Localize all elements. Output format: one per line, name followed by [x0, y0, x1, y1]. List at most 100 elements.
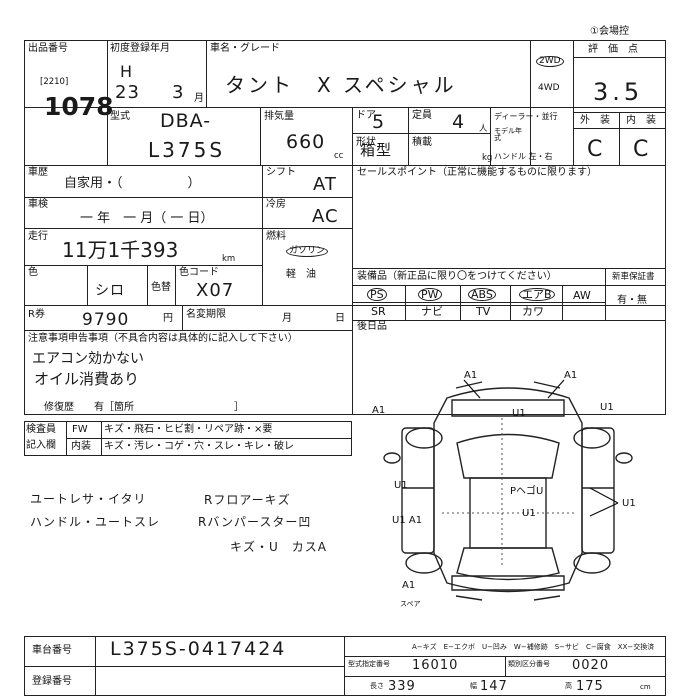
- cc-unit: cc: [334, 151, 344, 161]
- remark-1: ユートレサ・イタリ: [30, 492, 147, 506]
- equip-sr: SR: [371, 305, 386, 318]
- mileage-value: 11万1千393: [62, 238, 179, 262]
- lot-code: [2210]: [40, 77, 69, 87]
- height-label: 高: [565, 682, 572, 690]
- shift-label: シフト: [266, 167, 296, 178]
- chassis-label: 車台番号: [32, 645, 72, 656]
- reg-label: 登録番号: [32, 676, 72, 687]
- type-label: 型式: [110, 111, 130, 122]
- chassis-type: L375S: [148, 138, 226, 162]
- sheet-frame: [24, 40, 666, 415]
- drive-4wd: 4WD: [538, 83, 560, 93]
- fuel-gasoline: ガソリン: [286, 246, 329, 257]
- equip-aw: AW: [573, 289, 591, 302]
- lot-number: 1078: [44, 92, 114, 121]
- remark-3: Rフロアーキズ: [204, 493, 291, 507]
- drive-2wd: 2WD: [536, 56, 564, 67]
- kg-unit: kg: [482, 153, 493, 163]
- notes-line1: エアコン効かない: [32, 351, 144, 367]
- name-change-day: 日: [335, 313, 345, 324]
- shape: 箱型: [360, 141, 393, 159]
- warranty-label: 新車保証書: [612, 272, 655, 282]
- score-label: 評 価 点: [588, 44, 638, 55]
- length: 339: [388, 679, 416, 694]
- ext-label: 外 装: [580, 115, 610, 126]
- displacement: 660: [286, 131, 326, 153]
- type-cert: 16010: [412, 658, 459, 673]
- int-label: 内 装: [626, 115, 656, 126]
- mark-rear-left: A1: [402, 580, 415, 591]
- model-year-label: モデル年式: [494, 127, 522, 142]
- first-reg-era: H: [120, 62, 134, 81]
- width: 147: [480, 679, 508, 694]
- km-unit: km: [222, 254, 236, 264]
- mark-left-front: A1: [372, 405, 385, 416]
- inspector-label2: 記入欄: [26, 440, 56, 451]
- equip-navi: ナビ: [421, 305, 443, 318]
- r-label: R券: [28, 309, 45, 320]
- venue-label: ①会場控: [590, 26, 629, 37]
- name-change-month: 月: [282, 313, 292, 324]
- repair-label: 修復歴 有［箇所 ］: [44, 402, 244, 413]
- mark-front-left: A1: [464, 370, 477, 381]
- class-num: 0020: [572, 658, 610, 673]
- warranty-value: 有・無: [617, 295, 647, 306]
- model-name: タント X スペシャル: [225, 73, 457, 97]
- dealer-label: ディーラー・並行: [494, 112, 558, 121]
- notes-label: 注意事項申告事項（不具合内容は具体的に記入して下さい）: [28, 333, 298, 344]
- fw-items: キズ・飛石・ヒビ割・リペア跡・×要: [104, 424, 273, 435]
- ext-grade: C: [587, 137, 604, 162]
- lot-label: 出品番号: [28, 43, 68, 54]
- equipment-label: 装備品（新正品に限り〇をつけてください）: [357, 271, 557, 282]
- damage-legend: A−キズ E−エクボ U−凹み W−補修跡 S−サビ C−腐食 XX−交換済: [412, 643, 655, 651]
- r-value: 9790: [82, 310, 130, 330]
- first-reg-month: 3: [172, 82, 185, 103]
- model-label: 車名・グレード: [210, 43, 280, 54]
- remark-5: キズ・U カスA: [230, 540, 327, 554]
- mark-rear-panel: U1: [522, 508, 536, 519]
- fw-label: FW: [72, 424, 88, 435]
- car-condition-diagram: A1 A1 U1 U1 A1 U1 PヘゴU U1 U1 A1 U1 A1 スペ…: [372, 370, 636, 608]
- height: 175: [576, 679, 604, 694]
- int-grade: C: [633, 137, 650, 162]
- after-label: 後日品: [357, 321, 387, 332]
- load-label: 積載: [412, 137, 432, 148]
- fuel-label: 燃料: [266, 231, 286, 242]
- mark-roof: PヘゴU: [510, 484, 543, 497]
- name-change-label: 名変期限: [186, 309, 226, 320]
- ac-label: 冷房: [266, 199, 286, 210]
- color-label: 色: [28, 267, 38, 278]
- mileage-label: 走行: [28, 231, 48, 242]
- person-unit: 人: [479, 124, 488, 134]
- int-check-items: キズ・汚レ・コゲ・穴・スレ・キレ・破レ: [104, 441, 294, 452]
- cm-unit: cm: [640, 683, 651, 691]
- color-change-label: 色替: [151, 282, 171, 293]
- color-code-label: 色コード: [179, 267, 219, 278]
- type-cert-label: 型式指定番号: [348, 660, 390, 668]
- doors: 5: [372, 111, 386, 133]
- inspection-value: 一 年 一 月（ 一 日）: [80, 211, 214, 226]
- first-reg-year: 23: [115, 82, 140, 103]
- sales-label: セールスポイント（正常に機能するものに限ります）: [357, 167, 597, 178]
- equip-airbag: エアB: [519, 288, 555, 301]
- score-value: 3.5: [593, 78, 644, 106]
- history-label: 車歴: [28, 167, 48, 178]
- int-check-label: 内装: [71, 441, 91, 452]
- equip-abs: ABS: [468, 288, 496, 301]
- month-unit: 月: [194, 93, 204, 104]
- displacement-label: 排気量: [264, 111, 294, 122]
- history-value: 自家用・（ ）: [64, 176, 201, 191]
- mark-right-door: U1: [622, 498, 636, 509]
- length-label: 長さ: [370, 682, 384, 690]
- equip-tv: TV: [476, 305, 491, 318]
- mark-left-door: U1: [394, 480, 408, 491]
- handle-label: ハンドル 左・右: [494, 152, 553, 161]
- remark-4: Rバンパースター凹: [198, 515, 312, 529]
- first-reg-label: 初度登録年月: [110, 43, 170, 54]
- mark-left-rear: U1 A1: [392, 515, 422, 526]
- inspector-label: 検査員: [26, 424, 56, 435]
- mark-hood: U1: [512, 408, 526, 419]
- mark-front-right: A1: [564, 370, 577, 381]
- notes-line2: オイル消費あり: [34, 370, 140, 388]
- doors-label: ドア: [356, 110, 376, 121]
